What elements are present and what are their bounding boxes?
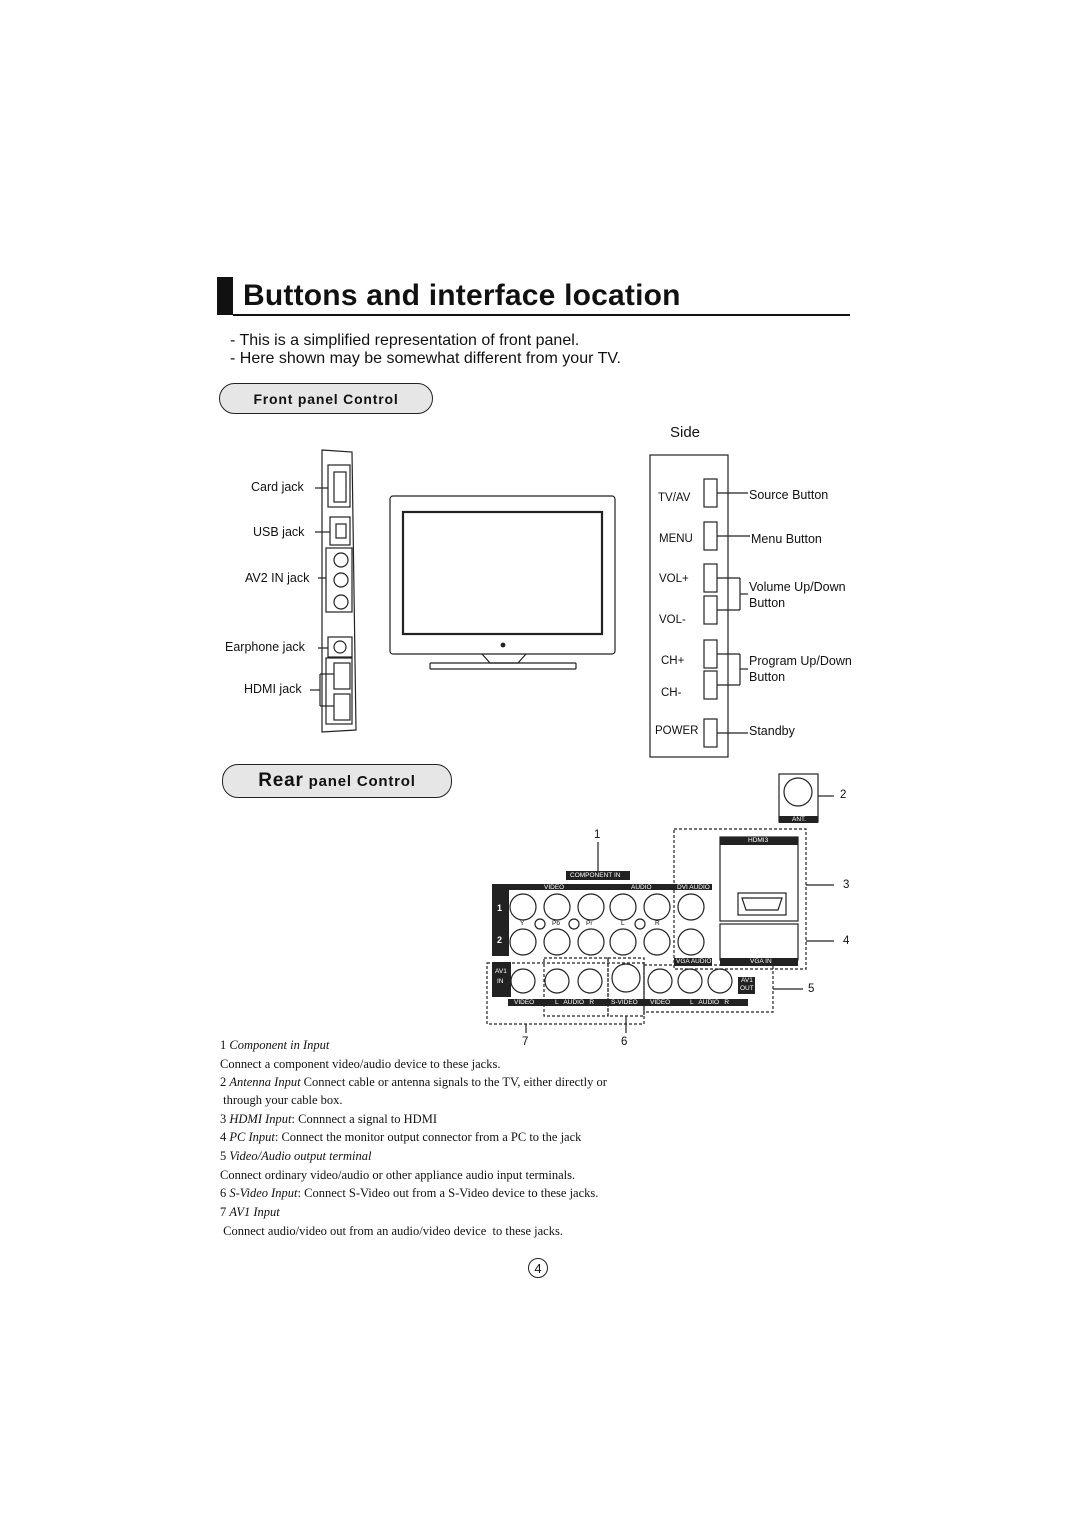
usb-jack-label: USB jack <box>253 525 305 539</box>
bottom-svideo-label: S-VIDEO <box>611 999 638 1006</box>
l-label: L <box>621 920 625 927</box>
desc-6: 6 S-Video Input: Connect S-Video out fro… <box>220 1186 599 1200</box>
program-desc-2: Button <box>749 670 786 684</box>
callout-7: 7 <box>522 1036 529 1048</box>
page-title: Buttons and interface location <box>243 279 681 312</box>
rear-panel-heading: Rear panel Control <box>222 764 452 798</box>
dvi-audio-label: DVI AUDIO <box>677 884 710 891</box>
desc-5-text: Connect ordinary video/audio or other ap… <box>220 1168 576 1182</box>
rear-heading-word: Rear <box>258 770 304 791</box>
hdmi-side-block <box>325 657 353 725</box>
volume-desc-1: Volume Up/Down <box>749 580 846 594</box>
power-button-label: POWER <box>655 725 699 737</box>
row-1-label: 1 <box>497 903 503 913</box>
intro-line-2: - Here shown may be somewhat different f… <box>230 350 621 367</box>
callout-4: 4 <box>843 935 850 947</box>
bottom-video-label: VIDEO <box>514 999 535 1006</box>
desc-2-cont: through your cable box. <box>220 1093 343 1107</box>
callout-5: 5 <box>808 983 815 995</box>
bottom-audio2-label: L AUDIO R <box>690 999 730 1006</box>
tv-outline <box>389 495 616 655</box>
av1-in-label-2: IN <box>497 978 504 985</box>
vga-in-label: VGA IN <box>750 958 772 965</box>
tvav-button-label: TV/AV <box>658 492 691 504</box>
vga-audio-label: VGA AUDIO <box>676 958 712 965</box>
front-panel-heading: Front panel Control <box>219 383 433 414</box>
video-label: VIDEO <box>544 884 565 891</box>
usb-port <box>329 516 351 546</box>
chm-button-label: CH- <box>661 687 682 699</box>
callout-3: 3 <box>843 879 850 891</box>
pr-label: Pr <box>586 920 593 927</box>
pb-label: Pb <box>552 920 560 927</box>
earphone-port <box>327 636 353 658</box>
av1-out-label-1: AV1 <box>741 977 753 984</box>
hdmi-jack-label: HDMI jack <box>244 682 302 696</box>
program-desc-1: Program Up/Down <box>749 654 852 668</box>
earphone-jack-label: Earphone jack <box>225 640 305 654</box>
desc-5-title: 5 Video/Audio output terminal <box>220 1149 372 1163</box>
av1-out-label-2: OUT <box>740 985 754 992</box>
standby-desc: Standby <box>749 724 795 738</box>
volm-button-label: VOL- <box>659 614 686 626</box>
av2-in-jack-label: AV2 IN jack <box>245 571 310 585</box>
tv-screen <box>401 510 604 636</box>
rear-heading-rest: panel Control <box>303 772 416 790</box>
hdmi3-label: HDMI3 <box>748 837 769 844</box>
title-underline <box>233 314 850 316</box>
ant-label: ANT. <box>792 816 807 823</box>
menu-button-desc: Menu Button <box>751 532 822 546</box>
av1-in-label-1: AV1 <box>495 968 507 975</box>
desc-7-title: 7 AV1 Input <box>220 1205 280 1219</box>
row-2-label: 2 <box>497 935 503 945</box>
title-bar-marker <box>217 277 233 315</box>
menu-button-label: MENU <box>659 533 693 545</box>
desc-1-title: 1 Component in Input <box>220 1038 330 1052</box>
card-slot <box>327 464 351 508</box>
bottom-audio-label: L AUDIO R <box>555 999 595 1006</box>
r-label: R <box>655 920 660 927</box>
volp-button-label: VOL+ <box>659 573 689 585</box>
audio-label: AUDIO <box>631 884 652 891</box>
component-in-label: COMPONENT IN <box>570 872 621 879</box>
callout-6: 6 <box>621 1036 628 1048</box>
desc-4: 4 PC Input: Connect the monitor output c… <box>220 1130 582 1144</box>
button-panel-outline <box>649 454 729 758</box>
callout-2: 2 <box>840 789 847 801</box>
av2-jack-block <box>325 547 353 613</box>
callout-1: 1 <box>594 829 601 841</box>
desc-7-text: Connect audio/video out from an audio/vi… <box>220 1224 563 1238</box>
volume-desc-2: Button <box>749 596 786 610</box>
card-jack-label: Card jack <box>251 480 304 494</box>
side-label: Side <box>670 424 701 441</box>
chp-button-label: CH+ <box>661 655 685 667</box>
intro-line-1: - This is a simplified representation of… <box>230 332 580 349</box>
desc-2: 2 Antenna Input Connect cable or antenna… <box>220 1075 607 1089</box>
y-label: Y <box>520 920 525 927</box>
desc-3: 3 HDMI Input: Connnect a signal to HDMI <box>220 1112 437 1126</box>
desc-1-text: Connect a component video/audio device t… <box>220 1057 501 1071</box>
bottom-video2-label: VIDEO <box>650 999 671 1006</box>
side-panel-outline <box>321 449 357 733</box>
tv-stand <box>481 653 527 664</box>
page-number: 4 <box>528 1258 548 1278</box>
source-button-desc: Source Button <box>749 488 829 502</box>
